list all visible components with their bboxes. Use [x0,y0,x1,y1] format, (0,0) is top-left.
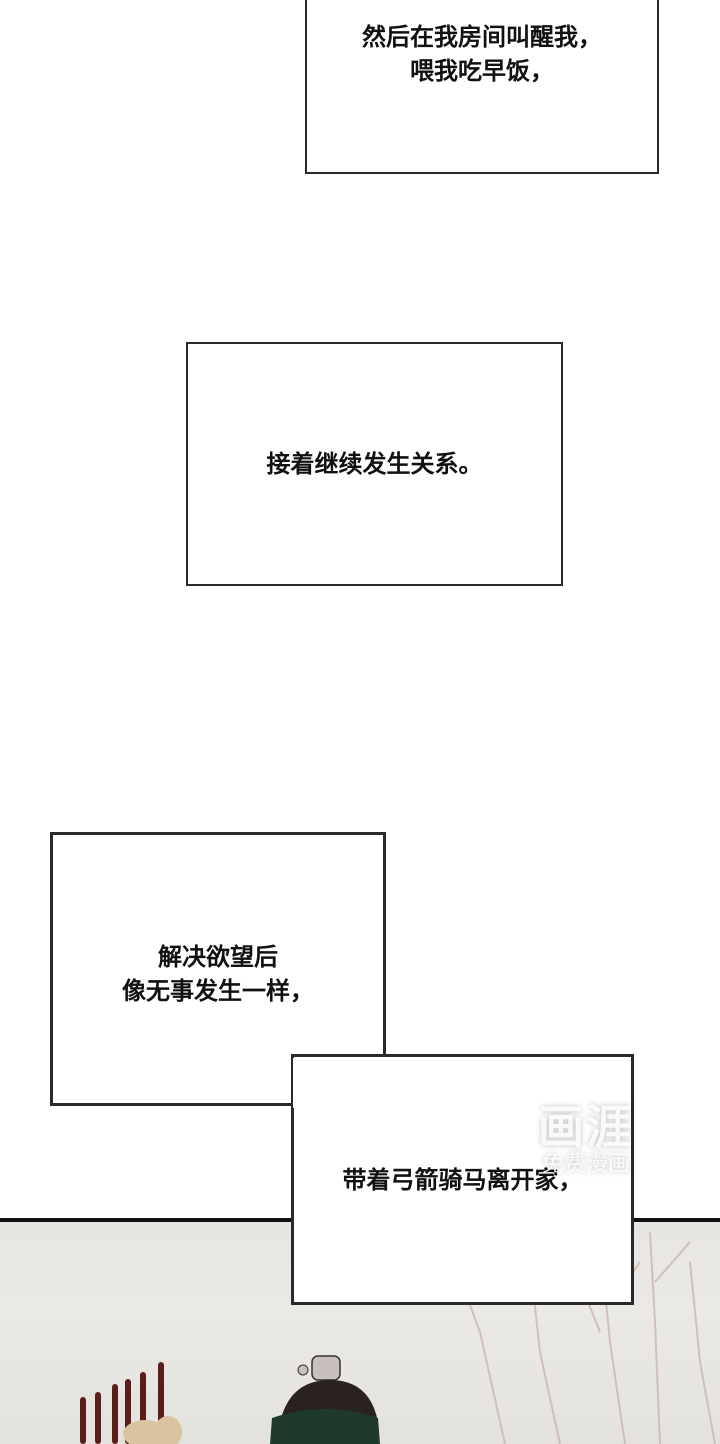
watermark: 画涯 免费漫画 [538,1102,634,1178]
caption-box-2: 接着继续发生关系。 [186,342,563,586]
caption-box-3: 解决欲望后 像无事发生一样， [50,832,386,1106]
caption-box-4: 带着弓箭骑马离开家， [291,1054,634,1305]
caption-text-4: 带着弓箭骑马离开家， [342,1165,583,1194]
caption-box-1: 然后在我房间叫醒我， 喂我吃早饭， [305,0,659,174]
caption-text-1: 然后在我房间叫醒我， 喂我吃早饭， [362,23,602,85]
caption-box-joint [293,1058,388,1108]
caption-text-2: 接着继续发生关系。 [266,450,483,478]
character-head [270,1355,380,1444]
watermark-subtitle: 免费漫画 [541,1152,630,1177]
fletching [123,1416,182,1444]
watermark-logo: 画涯 [538,1100,634,1154]
caption-text-3: 解决欲望后 像无事发生一样， [122,943,314,1005]
